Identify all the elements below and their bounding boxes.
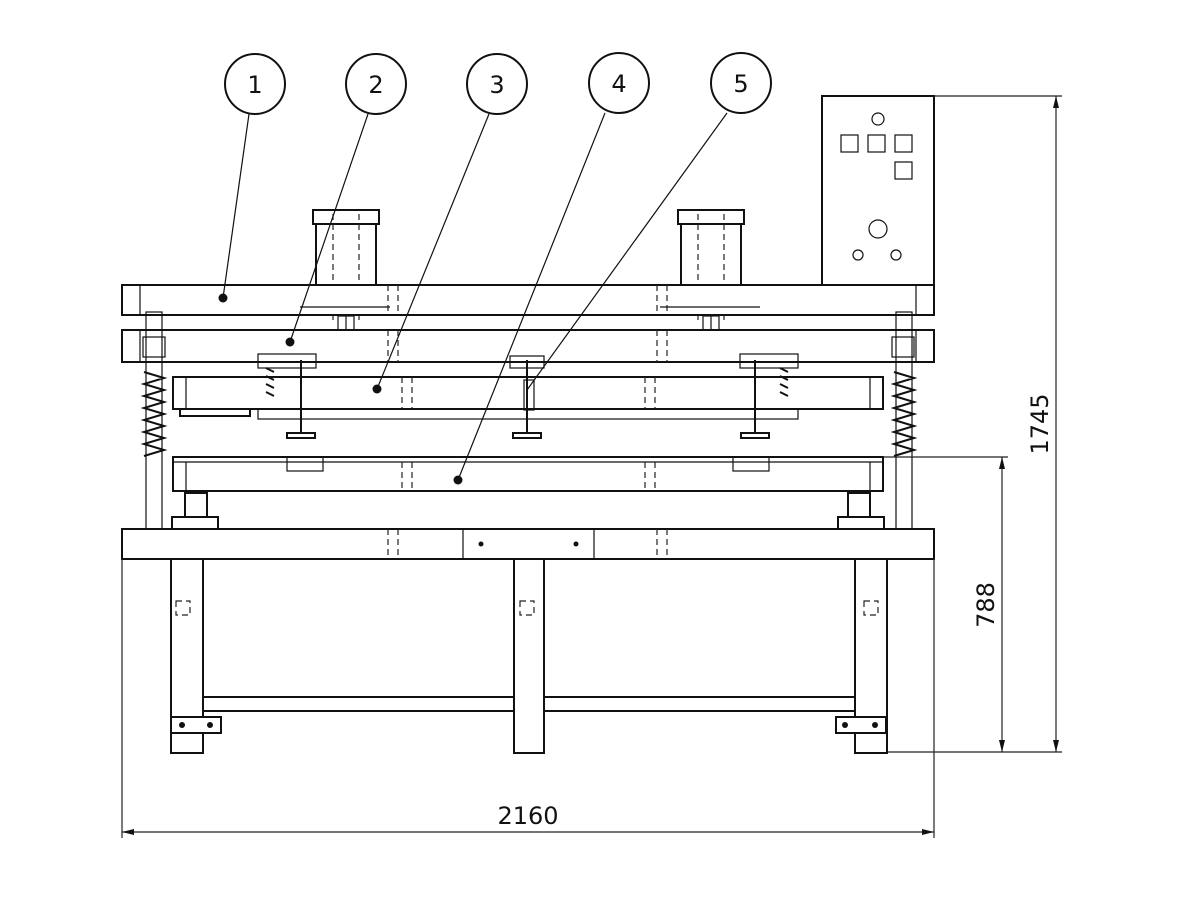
callout-5-label: 5 [733, 70, 748, 98]
top-beam [121, 284, 935, 316]
cylinder-right [677, 209, 745, 360]
callout-1-label: 1 [247, 71, 262, 99]
upper-moving-beam [121, 329, 935, 363]
lower-table [172, 456, 884, 492]
cylinder-left [312, 209, 380, 360]
dimension-overall-height: 1745 [887, 95, 1062, 753]
dimension-table-height: 788 [883, 456, 1008, 752]
callout-3: 3 [466, 53, 528, 115]
callout-4: 4 [588, 52, 650, 114]
callout-5: 5 [710, 52, 772, 114]
dimension-overall-height-label: 1745 [1026, 393, 1054, 454]
base-frame [121, 516, 935, 560]
control-panel-icon [821, 95, 935, 287]
callout-2: 2 [345, 53, 407, 115]
leader-lines [222, 112, 728, 481]
callout-3-label: 3 [489, 71, 504, 99]
callout-2-label: 2 [368, 71, 383, 99]
dimension-width-label: 2160 [497, 802, 558, 830]
callout-1: 1 [224, 53, 286, 115]
suction-cups [257, 353, 799, 439]
dimension-table-height-label: 788 [972, 582, 1000, 628]
callout-4-label: 4 [611, 70, 626, 98]
dimension-width: 2160 [121, 559, 935, 838]
legs [170, 558, 888, 754]
